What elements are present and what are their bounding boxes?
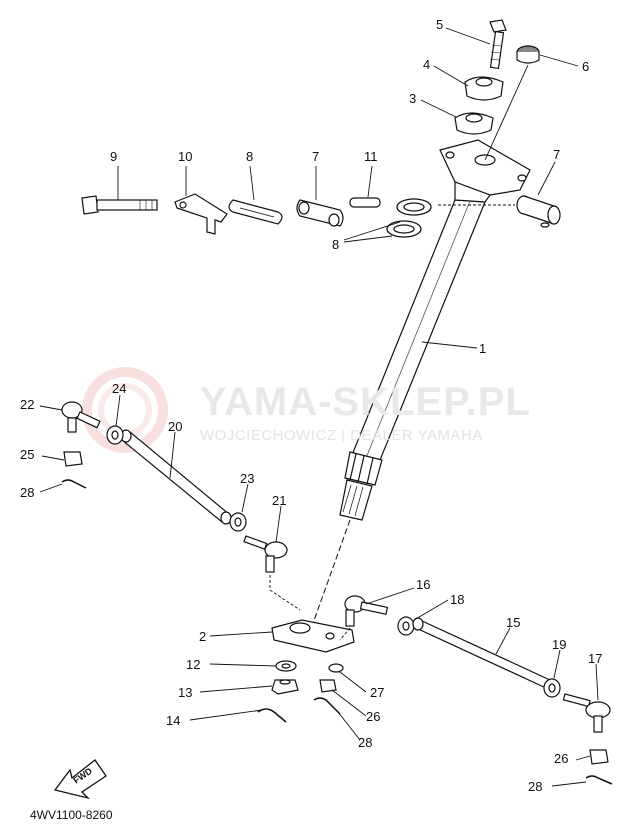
washer-13 — [275, 660, 297, 672]
callout-28-left: 28 — [20, 485, 35, 500]
cotter-pin-28-center — [313, 697, 341, 715]
pitman-arm — [271, 619, 355, 653]
callout-1: 1 — [479, 341, 487, 356]
callout-12: 11 — [364, 149, 378, 164]
tie-rod-end-17 — [344, 595, 389, 627]
callout-26-center: 26 — [366, 709, 381, 724]
nut-14 — [271, 679, 299, 695]
callout-8: 8 — [332, 237, 340, 252]
callout-13: 12 — [186, 657, 201, 672]
callout-7-left: 7 — [312, 149, 320, 164]
nut-20 — [543, 678, 561, 698]
oring-8 — [386, 198, 432, 238]
callout-7-right: 7 — [553, 147, 561, 162]
watermark-title: YAMA-SKLEP.PL — [200, 380, 531, 424]
callout-26-right: 26 — [554, 751, 569, 766]
tie-rod-16 — [412, 617, 551, 689]
callout-14: 13 — [178, 685, 193, 700]
callout-20: 19 — [552, 637, 567, 652]
dashed-link-17 — [339, 627, 351, 641]
clamp-block-4 — [464, 76, 504, 101]
cap-6 — [516, 45, 540, 64]
tie-rod-end-23 — [61, 401, 101, 433]
leader-lines — [39, 27, 599, 787]
nut-26-center — [319, 679, 337, 693]
watermark-subtitle: WOJCIECHOWICZ | DEALER YAMAHA — [200, 427, 483, 444]
clamp-block-3 — [454, 112, 494, 135]
bushing-7-right — [516, 195, 561, 228]
washer-11 — [174, 193, 228, 235]
callout-6: 6 — [582, 59, 590, 74]
callout-26-left: 25 — [20, 447, 35, 462]
callout-24: 23 — [240, 471, 255, 486]
callout-28-center: 28 — [358, 735, 373, 750]
cotter-pin-28-right — [585, 775, 613, 785]
plate-9 — [228, 199, 283, 225]
bushing-7-left — [296, 199, 344, 227]
bolt-5 — [489, 19, 507, 70]
callout-18: 17 — [588, 651, 603, 666]
callout-2: 2 — [199, 629, 207, 644]
cotter-pin-28-left — [61, 479, 87, 489]
bolt-10 — [81, 195, 158, 215]
callout-22: 21 — [272, 493, 287, 508]
leader-6-line — [484, 64, 529, 161]
callout-25: 24 — [112, 381, 127, 396]
column-flange — [439, 139, 531, 203]
tie-rod-end-18 — [562, 693, 611, 733]
callout-27: 27 — [370, 685, 385, 700]
dashed-link-22b — [269, 589, 301, 611]
nut-24 — [229, 512, 247, 532]
center-line — [306, 519, 351, 641]
tie-rod-21 — [120, 429, 232, 525]
nut-25 — [106, 425, 124, 445]
callout-19: 18 — [450, 592, 465, 607]
callout-11: 10 — [178, 149, 193, 164]
callout-15: 14 — [166, 713, 181, 728]
callout-21: 20 — [168, 419, 183, 434]
steering-shaft — [339, 199, 486, 521]
nut-19 — [397, 616, 415, 636]
nut-26-left — [63, 451, 83, 467]
nut-26-right — [589, 749, 609, 765]
callout-9: 8 — [246, 149, 254, 164]
callout-10: 9 — [110, 149, 118, 164]
callout-4: 4 — [423, 57, 431, 72]
fwd-arrow-icon — [53, 759, 107, 800]
pin-12 — [349, 197, 381, 208]
callout-5: 5 — [436, 17, 444, 32]
callout-28-right: 28 — [528, 779, 543, 794]
callout-17: 16 — [416, 577, 431, 592]
callout-3: 3 — [409, 91, 417, 106]
cotter-pin-15 — [257, 708, 287, 723]
diagram-code: 4WV1100-8260 — [30, 808, 113, 822]
callout-16: 15 — [506, 615, 521, 630]
callout-23: 22 — [20, 397, 35, 412]
tie-rod-end-22 — [243, 535, 288, 573]
washer-27 — [328, 663, 344, 673]
